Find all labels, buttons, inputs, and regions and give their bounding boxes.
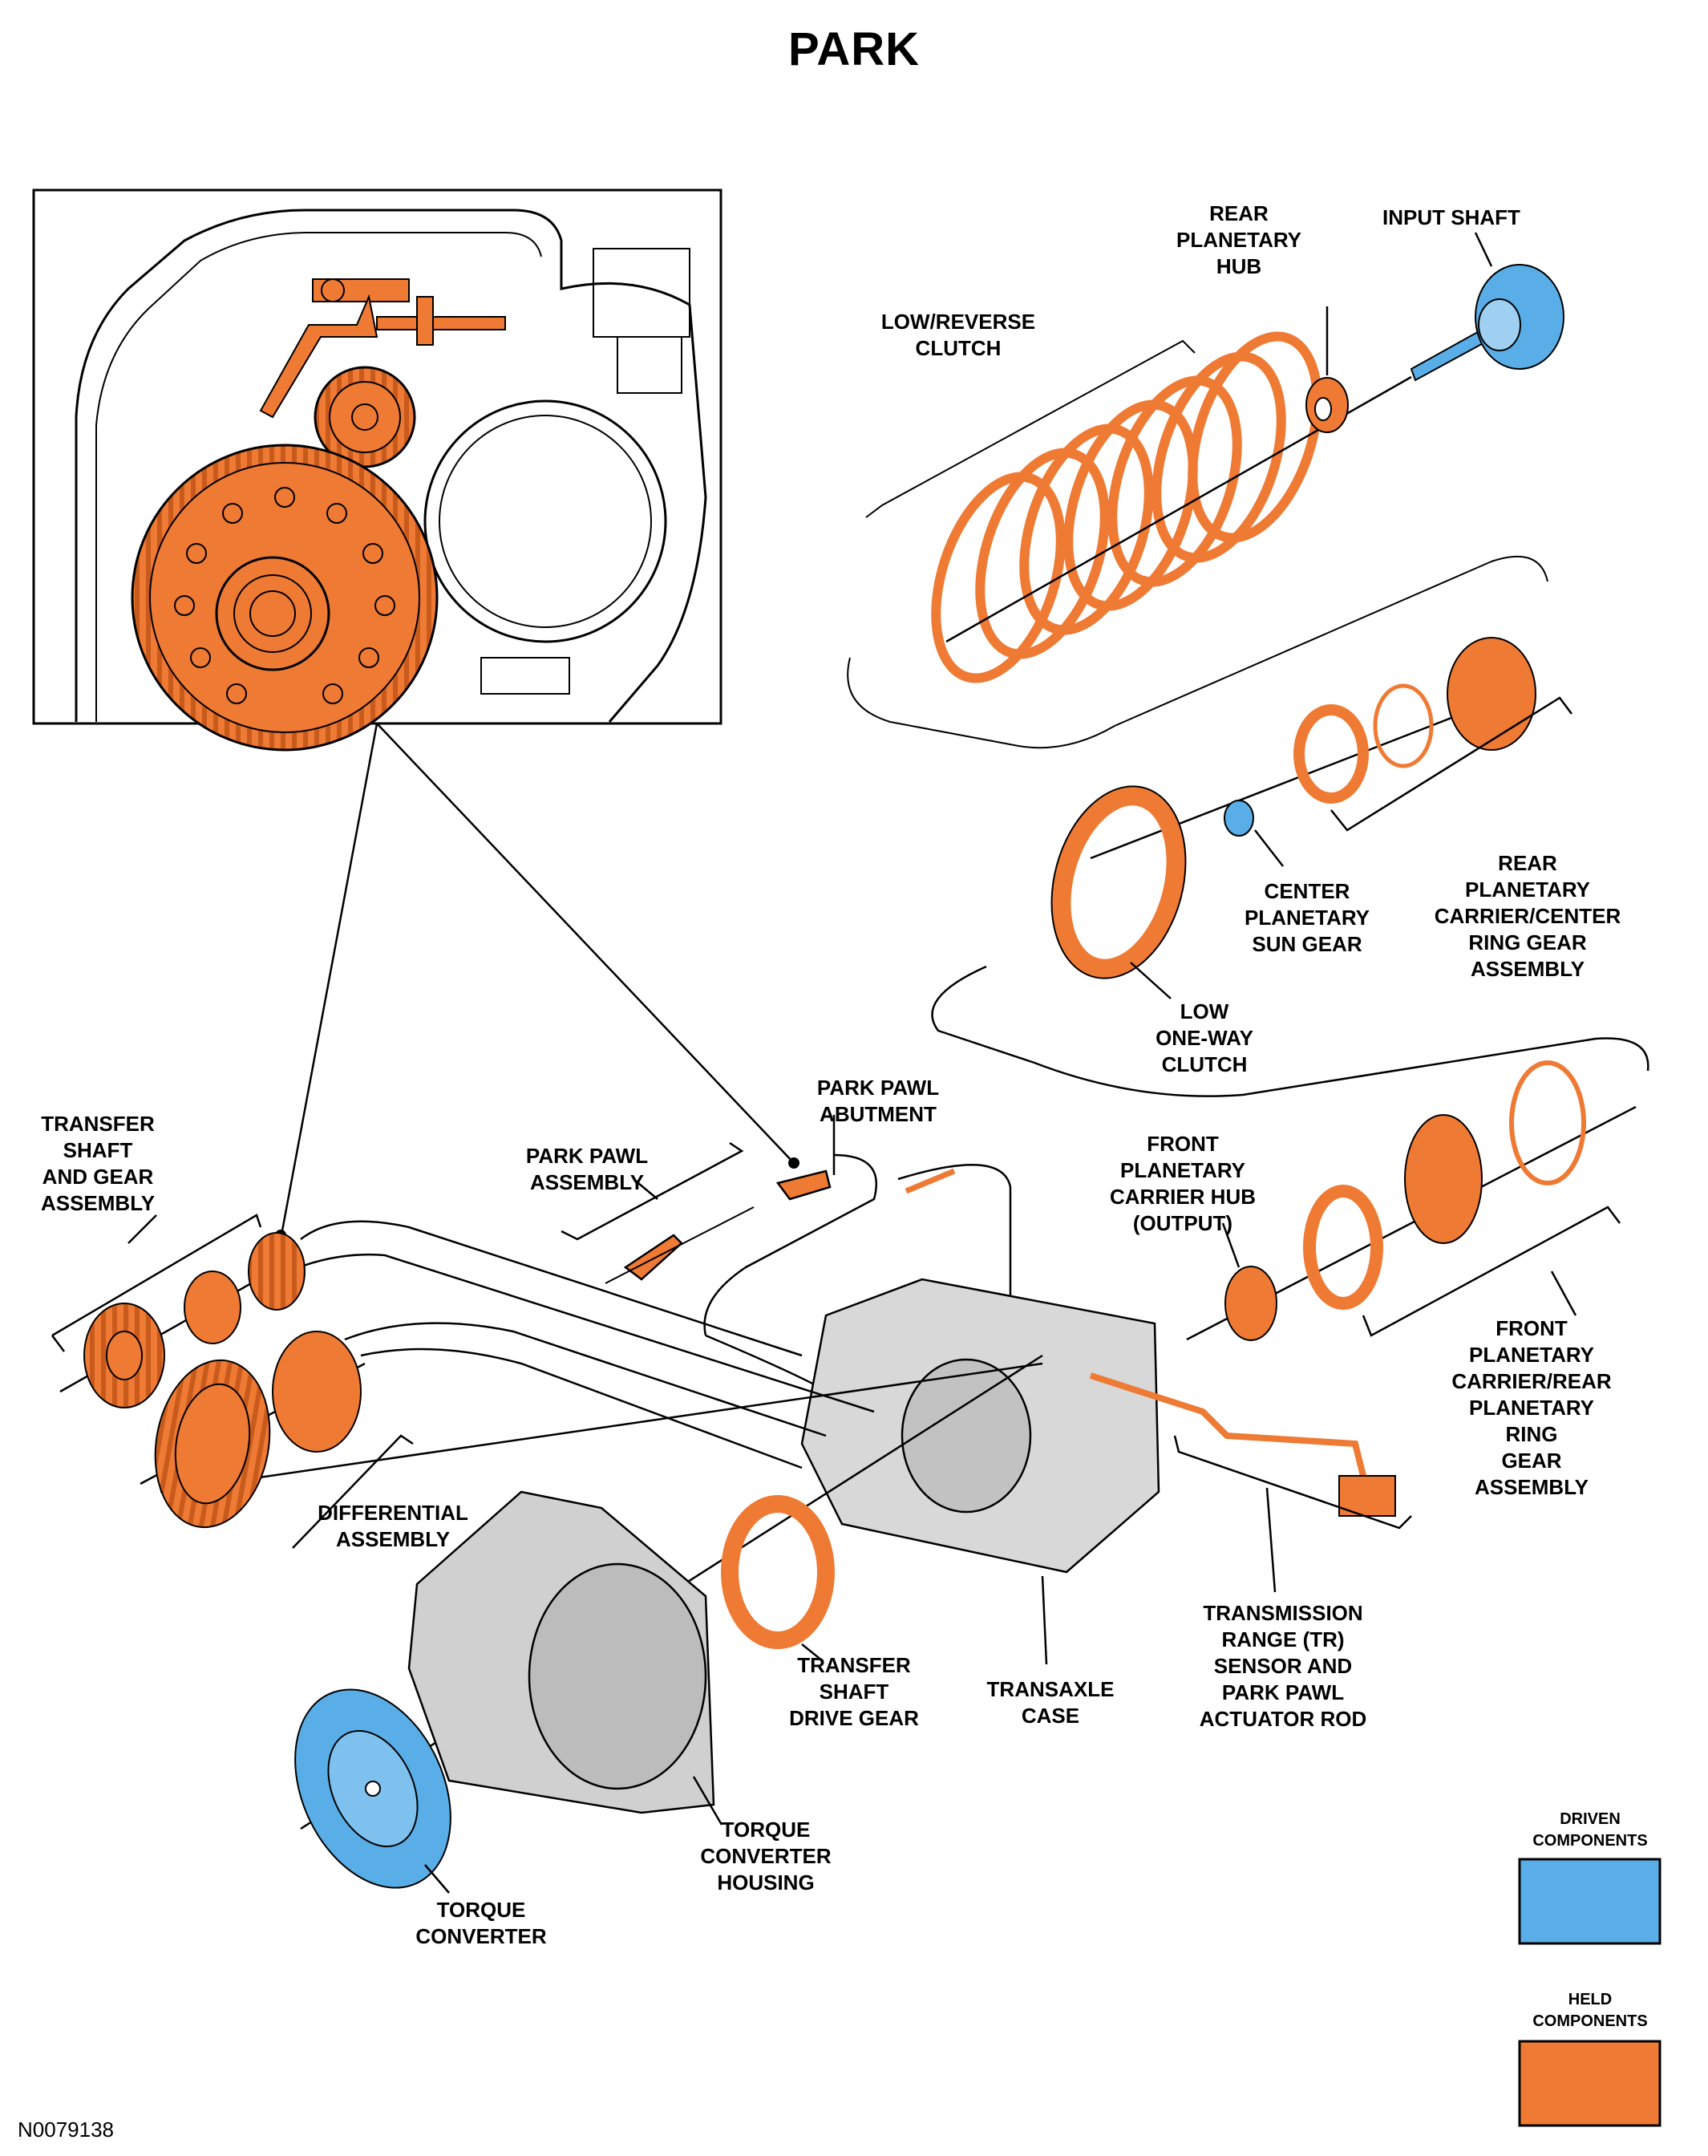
input-shaft-leader <box>1474 232 1493 267</box>
input-shaft <box>1410 264 1564 382</box>
rear-planetary-carrier-set <box>1090 637 1572 867</box>
label-rear-planetary-hub: REAR PLANETARY HUB <box>1176 201 1301 278</box>
inset-park-mechanism <box>32 188 722 752</box>
label-torque-converter-housing: TORQUE CONVERTER HOUSING <box>700 1818 832 1895</box>
label-front-planetary-carrier-ring: FRONT PLANETARY CARRIER/REAR PLANETARY R… <box>1451 1316 1612 1499</box>
transfer-shaft-gear-assembly <box>51 1214 306 1408</box>
front-planetary-assembly <box>1186 1060 1637 1341</box>
leader-dot <box>788 1157 799 1169</box>
tr-sensor-and-rod <box>1089 1372 1412 1593</box>
label-low-one-way-clutch: LOW ONE-WAY CLUTCH <box>1156 999 1253 1076</box>
rear-planetary-hub <box>1305 377 1349 433</box>
label-tr-sensor: TRANSMISSION RANGE (TR) SENSOR AND PARK … <box>1199 1601 1367 1731</box>
held-legend-swatch <box>1518 2040 1661 2127</box>
legend-held-label: HELD COMPONENTS <box>1532 1991 1648 2030</box>
torque-converter-housing <box>407 1490 723 1826</box>
label-park-pawl-abutment: PARK PAWL ABUTMENT <box>816 1076 940 1126</box>
label-transfer-shaft-gear-assembly: TRANSFER SHAFT AND GEAR ASSEMBLY <box>40 1112 156 1215</box>
label-front-planetary-carrier-hub: FRONT PLANETARY CARRIER HUB (OUTPUT) <box>1110 1132 1256 1235</box>
label-transfer-shaft-drive-gear: TRANSFER SHAFT DRIVE GEAR <box>789 1653 919 1730</box>
transaxle-case <box>800 1278 1160 1665</box>
page-title: PARK <box>787 23 921 75</box>
label-transaxle-case: TRANSAXLE CASE <box>986 1677 1115 1728</box>
label-input-shaft: INPUT SHAFT <box>1382 205 1520 229</box>
legend-driven-label: DRIVEN COMPONENTS <box>1532 1810 1648 1850</box>
low-one-way-clutch <box>931 785 1649 1097</box>
inset-leader-lines <box>279 723 795 1240</box>
figure-id: N0079138 <box>18 2118 114 2142</box>
label-low-reverse-clutch: LOW/REVERSE CLUTCH <box>880 310 1036 360</box>
differential-assembly <box>140 1331 414 1549</box>
driven-legend-swatch <box>1518 1858 1661 1945</box>
label-torque-converter: TORQUE CONVERTER <box>415 1898 547 1948</box>
transfer-shaft-drive-gear <box>721 1495 835 1661</box>
low-reverse-clutch-pack <box>847 331 1548 749</box>
label-park-pawl-assembly: PARK PAWL ASSEMBLY <box>525 1144 649 1194</box>
label-center-planetary-sun-gear: CENTER PLANETARY SUN GEAR <box>1245 879 1370 956</box>
torque-converter <box>294 1688 451 1894</box>
label-rear-planetary-carrier: REAR PLANETARY CARRIER/CENTER RING GEAR … <box>1434 851 1621 981</box>
label-differential-assembly: DIFFERENTIAL ASSEMBLY <box>318 1501 468 1551</box>
